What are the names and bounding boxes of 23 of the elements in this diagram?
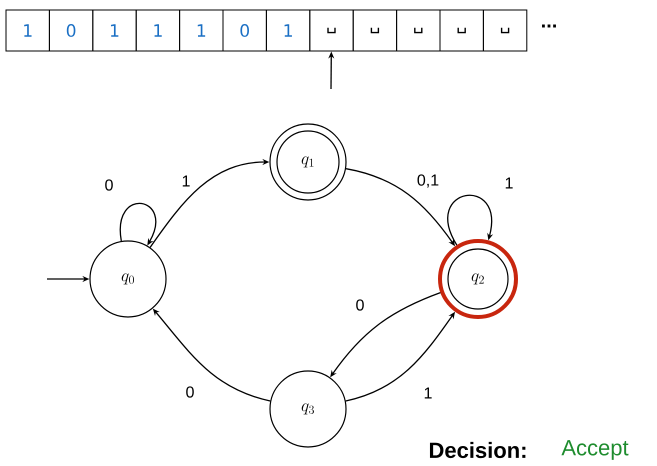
tape-cell: 1	[136, 10, 180, 52]
self-loop-arrow	[447, 194, 494, 246]
edge-label: 1	[422, 386, 434, 400]
edge-label: 1	[180, 174, 192, 188]
edge-label: 0	[104, 178, 114, 192]
edge-label: 0	[354, 298, 366, 312]
edge-label: 1	[504, 176, 514, 190]
tape-cell: 1	[6, 10, 50, 52]
edge-label: 0	[184, 385, 196, 399]
decision-label: Decision:	[430, 442, 526, 458]
tape-cell: 1	[92, 10, 137, 52]
tape-cell: ␣	[396, 10, 440, 52]
tape-cell: ␣	[309, 10, 354, 52]
decision-value: Accept	[561, 440, 628, 460]
tape-cell: 0	[222, 10, 267, 52]
edge-label: 0,1	[416, 173, 440, 189]
tape-cell: ␣	[482, 10, 528, 52]
tape-cell: 1	[266, 10, 310, 52]
tape-cell: ␣	[440, 10, 484, 52]
tape-cell: 0	[48, 10, 94, 52]
tape-cell: 1	[179, 10, 224, 52]
ellipsis: ...	[542, 24, 556, 28]
tape-cell: ␣	[352, 10, 398, 52]
